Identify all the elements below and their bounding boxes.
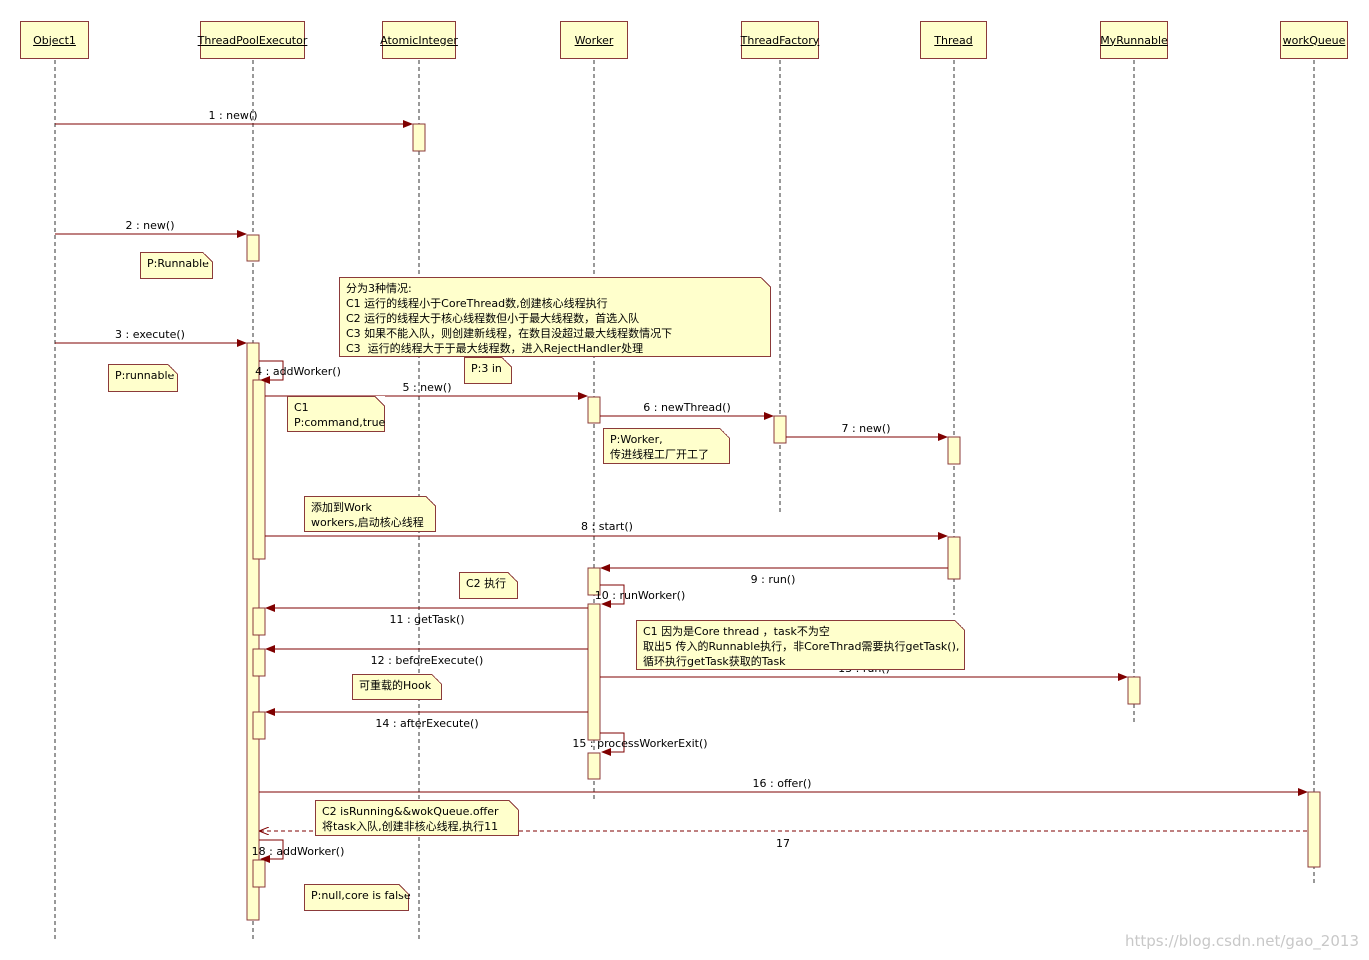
message-label-1: 1 : new() [208, 109, 258, 122]
note-null-core: P:null,core is false [304, 884, 411, 911]
activation-tpe-14 [252, 711, 266, 740]
note-param-runnable-lower: P:runnable [108, 364, 178, 392]
message-label-14: 14 : afterExecute() [375, 717, 479, 730]
note-p3-in: P:3 in [464, 357, 512, 384]
message-self-call-18 [259, 839, 284, 863]
note-worker-factory: P:Worker, 传进线程工厂开工了 [603, 428, 730, 464]
activation-tpe-12 [252, 648, 266, 677]
message-self-call-10 [600, 584, 625, 608]
lifeline-label: ThreadFactory [740, 33, 820, 47]
activation-tpe-11 [252, 607, 266, 636]
activation-queue-16 [1307, 791, 1321, 868]
message-label-17: 17 [776, 837, 790, 850]
note-three-cases: 分为3种情况: C1 运行的线程小于CoreThread数,创建核心线程执行 C… [339, 277, 771, 357]
activation-atomic-1 [412, 123, 426, 152]
lifeline-workqueue: workQueue [1280, 21, 1348, 59]
activation-runnable-13 [1127, 676, 1141, 705]
message-self-call-15 [600, 732, 625, 756]
lifeline-label: ThreadPoolExecutor [197, 33, 308, 47]
message-label-6: 6 : newThread() [643, 401, 731, 414]
message-label-11: 11 : getTask() [389, 613, 465, 626]
activation-tpe-4 [252, 379, 266, 560]
note-add-worker: 添加到Work workers,启动核心线程 [304, 496, 436, 532]
message-label-16: 16 : offer() [752, 777, 812, 790]
note-c2-execute: C2 执行 [459, 572, 518, 599]
activation-thread-7 [947, 436, 961, 465]
lifeline-threadpoolexecutor: ThreadPoolExecutor [197, 21, 308, 59]
message-label-10: 10 : runWorker() [594, 589, 686, 602]
note-param-runnable: P:Runnable [140, 252, 213, 279]
message-label-5: 5 : new() [402, 381, 452, 394]
message-label-7: 7 : new() [841, 422, 891, 435]
message-label-3: 3 : execute() [115, 328, 185, 341]
lifeline-label: Thread [934, 33, 973, 47]
activation-tpe-17 [252, 859, 266, 888]
activation-tpe-2 [246, 234, 260, 262]
lifeline-atomicinteger: AtomicInteger [380, 21, 458, 59]
note-hook: 可重载的Hook [352, 674, 442, 700]
activation-worker-5 [587, 396, 601, 424]
lifeline-worker: Worker [560, 21, 628, 59]
message-label-9: 9 : run() [750, 573, 796, 586]
message-label-15: 15 : processWorkerExit() [572, 737, 708, 750]
lifeline-label: Object1 [33, 33, 76, 47]
note-core-thread: C1 因为是Core thread ，task不为空 取出5 传入的Runnab… [636, 620, 965, 670]
lifeline-label: MyRunnable [1100, 33, 1168, 47]
message-label-12: 12 : beforeExecute() [370, 654, 484, 667]
activation-factory-6 [773, 415, 787, 444]
lifeline-object1: Object1 [20, 21, 89, 59]
activation-worker-10 [587, 603, 601, 741]
lifeline-label: AtomicInteger [380, 33, 458, 47]
lifeline-myrunnable: MyRunnable [1100, 21, 1168, 59]
message-label-18: 18 : addWorker() [251, 845, 345, 858]
lifeline-label: Worker [574, 33, 614, 47]
watermark: https://blog.csdn.net/gao_2013 [1124, 932, 1359, 950]
lifeline-thread: Thread [920, 21, 987, 59]
note-c2-queue: C2 isRunning&&wokQueue.offer 将task入队,创建非… [315, 800, 519, 836]
message-label-4: 4 : addWorker() [255, 365, 341, 378]
message-label-2: 2 : new() [125, 219, 175, 232]
activation-thread-8 [947, 536, 961, 580]
lifeline-threadfactory: ThreadFactory [741, 21, 819, 59]
activation-worker-15 [587, 752, 601, 780]
message-self-call-4 [259, 360, 284, 384]
lifeline-label: workQueue [1282, 33, 1346, 47]
message-label-8: 8 : start() [581, 520, 633, 533]
note-c1-command: C1 P:command,true [287, 396, 385, 432]
activation-worker-9 [587, 567, 601, 596]
